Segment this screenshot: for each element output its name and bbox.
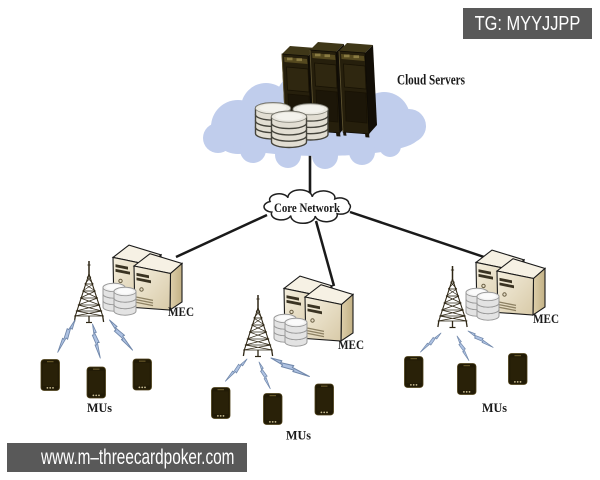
svg-text:Cloud Servers: Cloud Servers bbox=[397, 73, 465, 89]
svg-text:MEC: MEC bbox=[533, 312, 559, 326]
svg-text:MEC: MEC bbox=[168, 305, 194, 319]
svg-text:Core Network: Core Network bbox=[274, 201, 340, 215]
svg-text:MUs: MUs bbox=[87, 400, 112, 415]
svg-text:MUs: MUs bbox=[482, 400, 507, 415]
svg-text:MEC: MEC bbox=[338, 338, 364, 352]
svg-text:MUs: MUs bbox=[286, 428, 311, 443]
